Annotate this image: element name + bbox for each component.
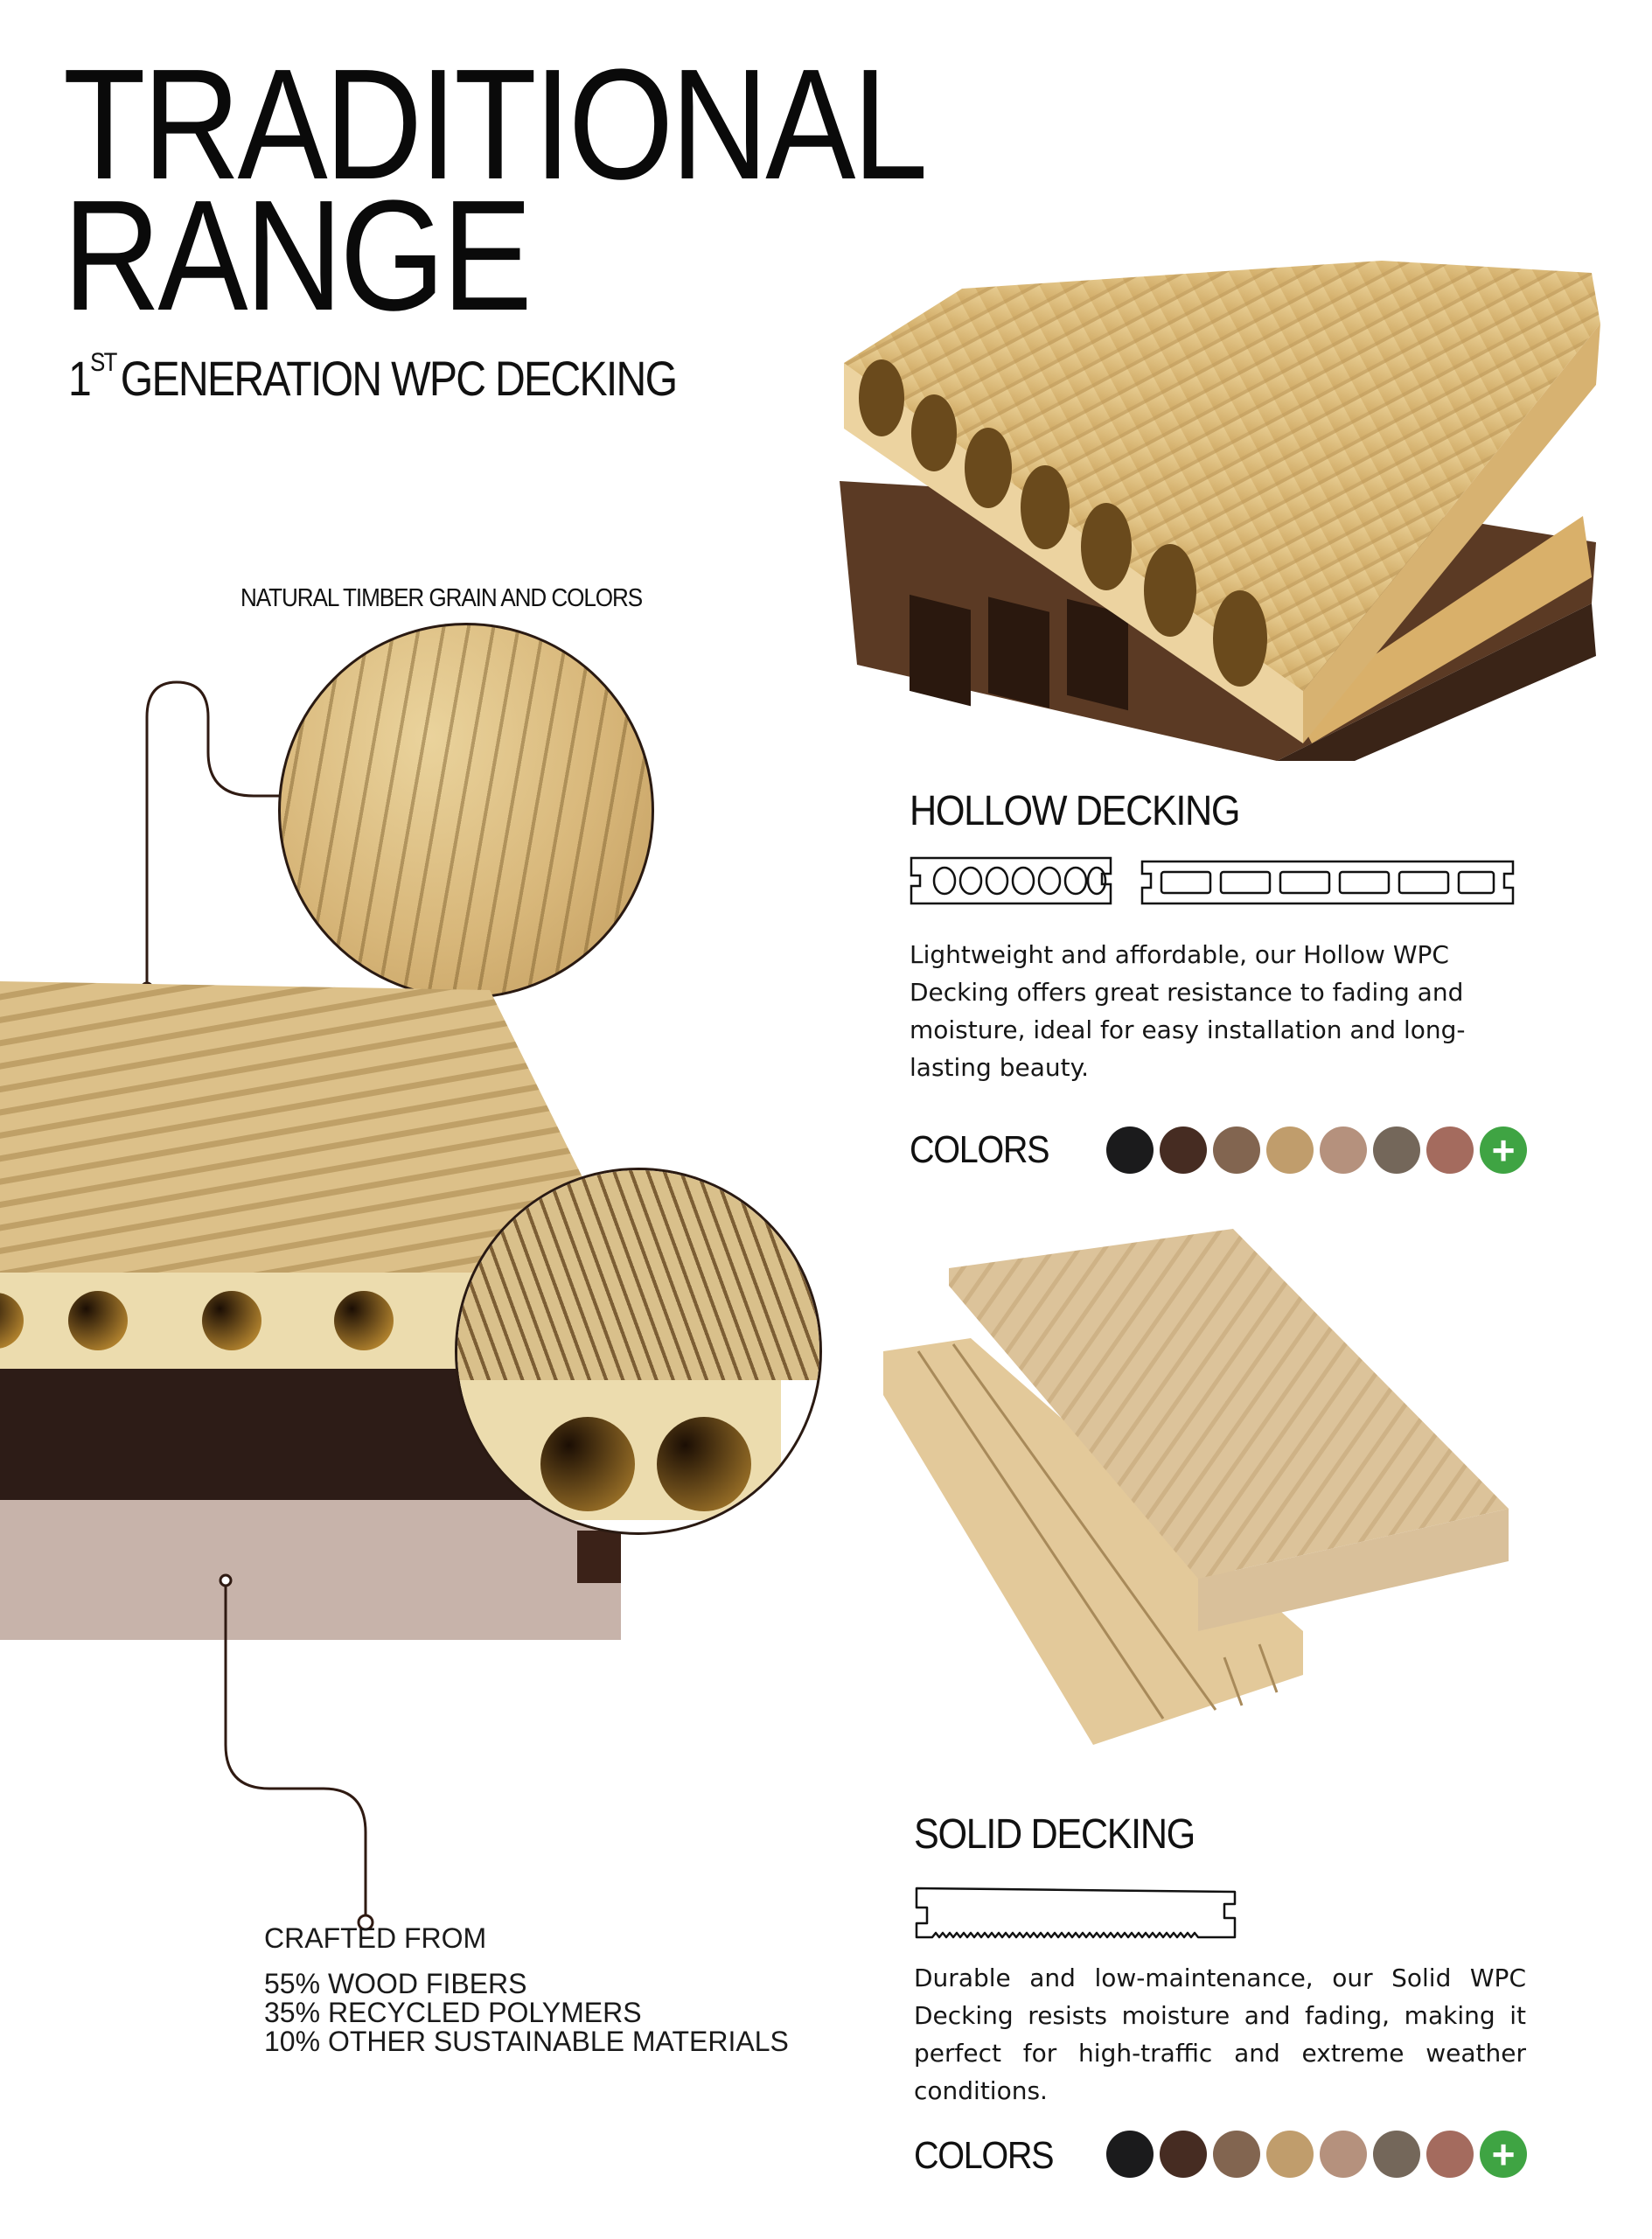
composition-item: 55% WOOD FIBERS [264,1968,527,1999]
page-subtitle: 1STGENERATION WPC DECKING [68,348,678,407]
solid-decking-product-image [883,1229,1509,1745]
solid-description: Durable and low-maintenance, our Solid W… [914,1963,1526,2105]
swatch-walnut[interactable] [1213,1126,1260,1174]
composition-item: 35% RECYCLED POLYMERS [264,1997,642,2028]
profile-closeup-circle [455,1168,822,1535]
subtitle-ordinal: ST [90,348,117,378]
grain-caption: NATURAL TIMBER GRAIN AND COLORS [240,584,643,612]
page-title-line2: RANGE [63,168,533,344]
swatch-redwood[interactable] [1426,1126,1474,1174]
solid-profile-diagram [915,1887,1237,1939]
page-title-line1: TRADITIONAL [63,37,928,213]
more-colors-plus-icon[interactable]: + [1480,1126,1527,1174]
swatch-dark-brown[interactable] [1160,2131,1207,2178]
swatch-teak[interactable] [1266,1126,1314,1174]
swatch-black[interactable] [1106,1126,1154,1174]
crafted-from-title: CRAFTED FROM [264,1922,487,1954]
solid-color-swatches: + [1106,2131,1527,2180]
swatch-black[interactable] [1106,2131,1154,2178]
subtitle-text: GENERATION WPC DECKING [120,351,678,406]
swatch-teak[interactable] [1266,2131,1314,2178]
swatch-dark-brown[interactable] [1160,1126,1207,1174]
hollow-color-swatches: + [1106,1126,1527,1175]
subtitle-number: 1 [68,351,92,406]
hollow-section-title: HOLLOW DECKING [910,788,1241,834]
solid-colors-label: COLORS [914,2134,1054,2177]
swatch-grey[interactable] [1373,2131,1420,2178]
swatch-redwood[interactable] [1426,2131,1474,2178]
solid-section-title: SOLID DECKING [914,1811,1195,1858]
swatch-walnut[interactable] [1213,2131,1260,2178]
material-callout-line [219,1573,374,1931]
swatch-sand[interactable] [1320,1126,1367,1174]
hollow-decking-product-image [840,261,1600,761]
hollow-description: Lightweight and affordable, our Hollow W… [910,940,1466,1082]
composition-item: 10% OTHER SUSTAINABLE MATERIALS [264,2026,789,2057]
more-colors-plus-icon[interactable]: + [1480,2131,1527,2178]
swatch-sand[interactable] [1320,2131,1367,2178]
grain-closeup-circle [278,623,654,999]
swatch-grey[interactable] [1373,1126,1420,1174]
hollow-round-profile-diagram [910,856,1515,905]
hollow-colors-label: COLORS [910,1128,1049,1171]
